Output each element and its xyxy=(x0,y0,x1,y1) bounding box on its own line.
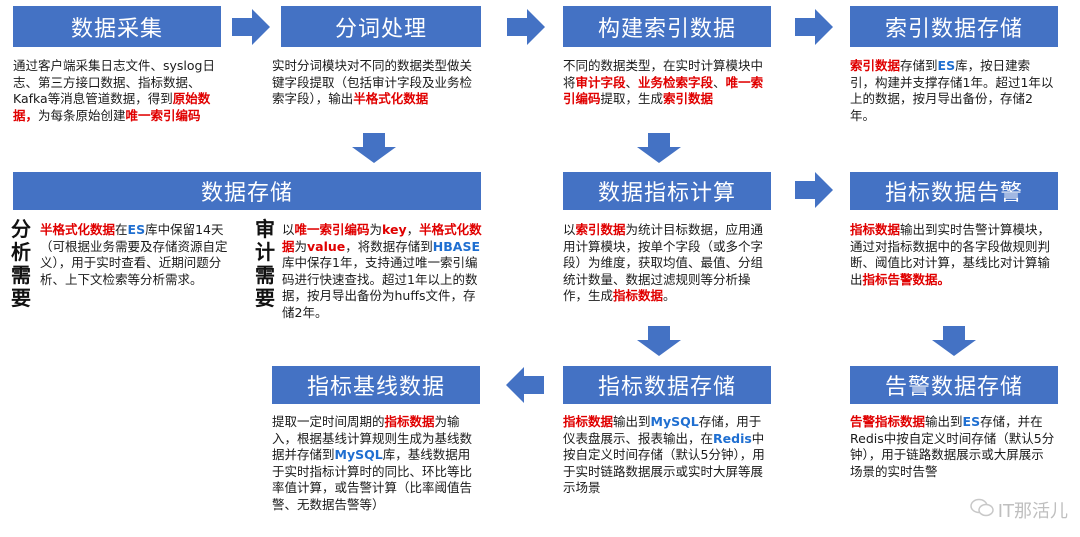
text-segment: ES xyxy=(937,58,956,73)
arrow-right-icon xyxy=(507,9,545,45)
box-metric-alert: 指标数据告警 xyxy=(850,172,1058,210)
arrow-down-icon xyxy=(352,133,396,163)
box-baseline: 指标基线数据 xyxy=(272,366,480,404)
text-segment: 唯一索引编码 xyxy=(563,74,764,107)
arrow-down-icon xyxy=(637,326,681,356)
text-segment: 指标数据 xyxy=(850,222,901,237)
text-index-store: 索引数据存储到ES库，按日建索引，构建并支撑存储1年。超过1年以上的数据，按月导… xyxy=(850,58,1055,124)
text-segment: 指标数据 xyxy=(563,414,614,429)
arrow-left-icon xyxy=(506,367,544,403)
text-segment: key xyxy=(382,222,407,237)
text-segment: 输出到 xyxy=(925,414,963,429)
text-segment: 中按自定义时间存储（默认5分钟），用于实时链路数据展示或实时大屏等展示场景 xyxy=(563,430,765,496)
watermark-text: IT那活儿 xyxy=(997,501,1068,522)
text-segment: 提取一定时间周期的 xyxy=(272,414,385,429)
text-segment: 为 xyxy=(369,222,383,237)
box-index-store: 索引数据存储 xyxy=(850,6,1058,47)
arrow-right-icon xyxy=(232,9,270,45)
text-segment: 输出到 xyxy=(613,414,651,429)
arrow-right-icon xyxy=(795,9,833,45)
text-segment: HBASE xyxy=(432,238,481,254)
text-segment: 指标数据 xyxy=(613,288,664,303)
text-segment: 库中保留14天（可根据业务需要及存储资源自定义），用于实时查看、近期问题分析、上… xyxy=(40,222,228,287)
text-segment: 为统计目标数据，应用通用计算模块，按单个字段（或多个字段）为维度，获取均值、最值… xyxy=(563,222,764,303)
wechat-icon xyxy=(969,498,994,523)
arrow-down-icon xyxy=(637,133,681,163)
box-metric-store: 指标数据存储 xyxy=(563,366,771,404)
side-label-audit: 审计需要 xyxy=(255,217,275,310)
text-segment: 半格式化数据 xyxy=(282,222,482,254)
text-segment: 为每条原始创建 xyxy=(38,107,126,123)
text-segment: ES xyxy=(127,222,146,237)
text-metric-alert: 指标数据输出到实时告警计算模块，通过对指标数据中的各字段做规则判断、阈值比对计算… xyxy=(850,222,1055,288)
box-collect: 数据采集 xyxy=(13,6,221,47)
text-segment: ES xyxy=(962,414,981,429)
text-segment: 存储，用于仪表盘展示、报表输出，在 xyxy=(563,414,762,446)
text-segment: MySQL xyxy=(650,414,699,429)
text-segment: 提取，生成 xyxy=(600,91,664,106)
text-segment: 存储，并在 Redis中按自定义时间存储（默认5分钟），用于链路数据展示或大屏展… xyxy=(850,414,1055,479)
text-segment: value xyxy=(307,238,346,254)
text-segment: 实时分词模块对不同的数据类型做关键字段提取（包括审计字段及业务检索字段），输出半… xyxy=(272,58,477,108)
side-label-analysis: 分析需要 xyxy=(11,217,31,310)
text-segment: ，将数据存储到 xyxy=(345,238,433,254)
text-segment: 原始数据， xyxy=(13,91,211,123)
text-audit: 以唯一索引编码为key，半格式化数据为value，将数据存储到HBASE库中保存… xyxy=(282,222,486,321)
box-segment: 分词处理 xyxy=(281,6,481,47)
box-data-store: 数据存储 xyxy=(13,172,481,210)
text-segment: 半格式化数据 xyxy=(353,91,429,106)
arrow-right-icon xyxy=(795,172,833,208)
text-segment: 、 xyxy=(625,74,639,90)
text-segment: ， xyxy=(406,222,420,237)
text-segment: 库，按日建索引，构建并支撑存储1年。超过1年以上的数据，按月导出备份，存储2年。 xyxy=(850,58,1054,123)
arrow-down-icon xyxy=(932,326,976,356)
text-segment: 以 xyxy=(282,222,295,237)
text-segment: 索引数据 xyxy=(663,91,714,106)
text-index-build: 不同的数据类型，在实时计算模块中将审计字段、业务检索字段、唯一索引编码提取，生成… xyxy=(563,58,771,108)
text-segment: 索引数据 xyxy=(575,222,626,237)
text-segment: 通过客户端采集日志文件、syslog日志、第三方接口数据、指标数据、Kafka等… xyxy=(13,58,215,106)
text-segment: 实时分词模块对不同的数据类型做关键字段提取（包括审计字段及业务检索字段），输出 xyxy=(272,58,473,106)
text-segment: 审计字段 xyxy=(575,74,626,90)
text-segment: 存储到 xyxy=(900,58,938,73)
text-segment: 索引数据 xyxy=(850,58,901,73)
text-segment: 库中保存1年，支持通过唯一索引编码进行快速查找。超过1年以上的数据，按月导出备份… xyxy=(282,255,478,320)
text-collect: 通过客户端采集日志文件、syslog日志、第三方接口数据、指标数据、Kafka等… xyxy=(13,58,225,124)
text-segment: 输出到实时告警计算模块，通过对指标数据中的各字段做规则判断、阈值比对计算，基线比… xyxy=(850,222,1051,287)
text-segment: 为 xyxy=(294,238,308,254)
text-alert-store: 告警指标数据输出到ES存储，并在 Redis中按自定义时间存储（默认5分钟），用… xyxy=(850,414,1055,480)
text-segment: 半格式化数据 xyxy=(40,222,116,237)
text-segment: 不同的数据类型，在实时计算模块中将 xyxy=(563,58,764,90)
text-segment: MySQL xyxy=(334,447,383,462)
text-metric-calc: 以索引数据为统计目标数据，应用通用计算模块，按单个字段（或多个字段）为维度，获取… xyxy=(563,222,771,305)
text-analysis: 半格式化数据在ES库中保留14天（可根据业务需要及存储资源自定义），用于实时查看… xyxy=(40,222,236,288)
text-segment: 唯一索引编码 xyxy=(294,222,370,237)
text-segment: Redis xyxy=(713,430,752,446)
text-segment: 在 xyxy=(115,222,128,237)
text-segment: 唯一索引编码 xyxy=(125,107,201,123)
watermark: IT那活儿 xyxy=(969,497,1068,523)
text-segment: 。 xyxy=(663,288,676,303)
text-segment: 指标告警数据。 xyxy=(862,271,951,287)
text-metric-store: 指标数据输出到MySQL存储，用于仪表盘展示、报表输出，在Redis中按自定义时… xyxy=(563,414,768,497)
box-index-build: 构建索引数据 xyxy=(563,6,771,47)
box-alert-store: 告警数据存储 xyxy=(850,366,1058,404)
text-segment: 库，基线数据用于实时指标计算时的同比、环比等比率值计算，或告警计算（比率阈值告警… xyxy=(272,447,473,512)
text-baseline: 提取一定时间周期的指标数据为输入，根据基线计算规则生成为基线数据并存储到MySQ… xyxy=(272,414,472,513)
text-segment: 为输入，根据基线计算规则生成为基线数据并存储到 xyxy=(272,414,473,462)
box-metric-calc: 数据指标计算 xyxy=(563,172,771,210)
text-segment: 告警指标数据 xyxy=(850,414,926,429)
text-segment: 指标数据 xyxy=(384,414,435,429)
text-segment: 业务检索字段 xyxy=(638,74,714,90)
text-segment: 以 xyxy=(563,222,576,237)
text-segment: 、 xyxy=(713,74,726,90)
